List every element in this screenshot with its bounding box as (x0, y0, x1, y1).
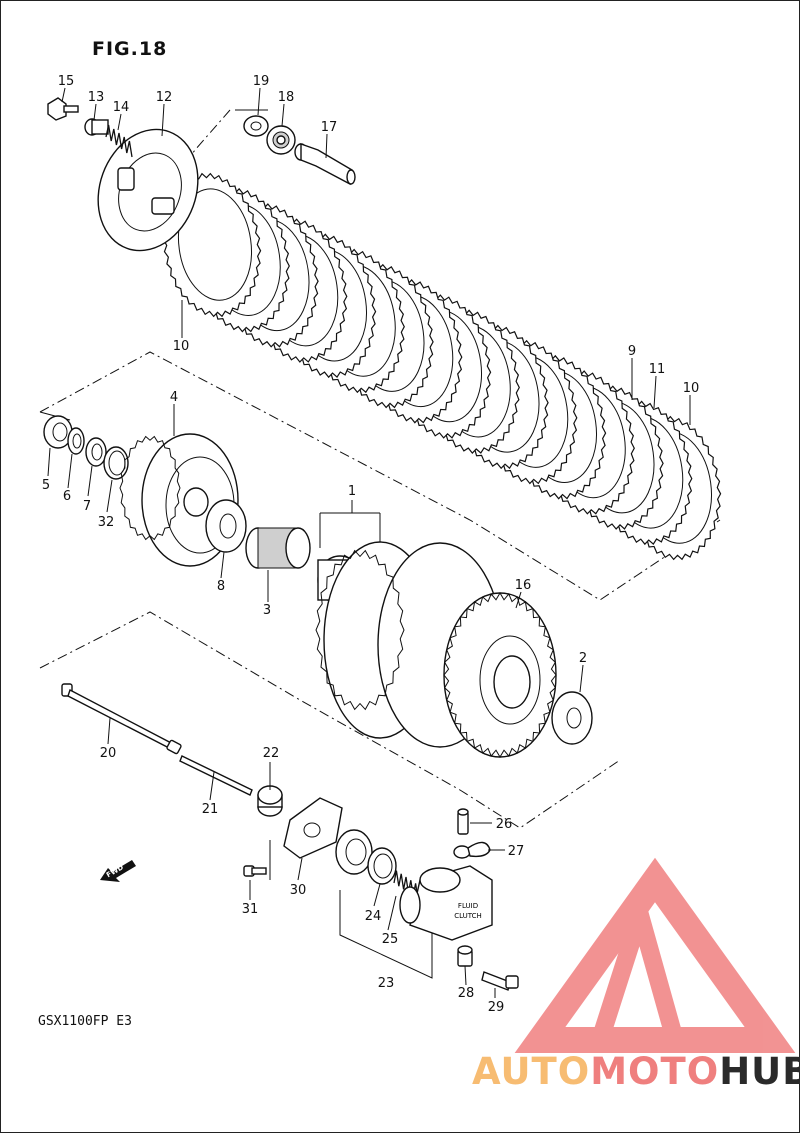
dowel-28 (457, 945, 473, 967)
callout-5: 5 (42, 478, 50, 493)
cap-27 (453, 841, 491, 859)
callout-30: 30 (290, 883, 307, 898)
seal-24 (367, 847, 397, 885)
callout-9: 9 (628, 344, 636, 359)
callout-32: 32 (98, 515, 115, 530)
collar-13 (84, 118, 109, 136)
watermark-hub: HUB (719, 1050, 800, 1093)
bleeder-26 (457, 808, 469, 835)
callout-8: 8 (217, 579, 225, 594)
callout-23: 23 (378, 976, 395, 991)
starter-clutch-gear-16 (443, 592, 557, 758)
callout-16: 16 (515, 578, 532, 593)
pressure-plate (97, 128, 199, 252)
spring-14 (105, 124, 133, 158)
washer-6 (67, 427, 85, 455)
callout-1: 1 (348, 484, 356, 499)
callout-20: 20 (100, 746, 117, 761)
starter-gear-teeth (443, 592, 557, 758)
spring-coil (105, 124, 133, 158)
watermark-auto: AUTO (472, 1050, 591, 1093)
callout-18: 18 (278, 90, 295, 105)
washer-19 (243, 115, 269, 137)
bolt-29 (481, 971, 519, 991)
callout-15: 15 (58, 74, 75, 89)
callout-25: 25 (382, 932, 399, 947)
bearing-18 (266, 125, 296, 155)
callout-21: 21 (202, 802, 219, 817)
callout-12: 12 (156, 90, 173, 105)
callout-28: 28 (458, 986, 475, 1001)
oil-seal-piston (335, 829, 373, 875)
piston-22 (257, 785, 283, 817)
callout-2: 2 (579, 651, 587, 666)
bolt-15 (47, 97, 79, 121)
callout-6: 6 (63, 489, 71, 504)
callout-29: 29 (488, 1000, 505, 1015)
gear-teeth (315, 549, 405, 711)
watermark-logo (514, 857, 796, 1053)
callout-19: 19 (253, 74, 270, 89)
slave-cylinder-23: FLUID CLUTCH (399, 865, 493, 941)
figure-title: FIG.18 (92, 38, 168, 60)
release-pin-17 (294, 143, 356, 186)
oring-32 (103, 446, 129, 480)
cylinder-text-1: FLUID (458, 902, 478, 910)
callout-3: 3 (263, 603, 271, 618)
push-rod-20 (61, 683, 182, 755)
needle-bearing-3 (245, 527, 311, 569)
callout-11: 11 (649, 362, 666, 377)
callout-14: 14 (113, 100, 130, 115)
leader-lines (47, 87, 691, 998)
callout-31: 31 (242, 902, 259, 917)
callout-26: 26 (496, 817, 513, 832)
clutch-plate-stack (162, 172, 722, 561)
cylinder-text-2: CLUTCH (454, 912, 482, 920)
callout-labels: 15 13 14 12 19 18 17 10 9 11 10 4 5 6 7 … (42, 74, 699, 1015)
fwd-arrow-icon: FWD (100, 860, 136, 882)
bolt-31 (243, 865, 267, 877)
callout-22: 22 (263, 746, 280, 761)
watermark-text: AUTOMOTOHUB (472, 1050, 800, 1093)
callout-24: 24 (365, 909, 382, 924)
callout-4: 4 (170, 390, 178, 405)
gasket-30 (283, 797, 343, 859)
callout-7: 7 (83, 499, 91, 514)
watermark-moto: MOTO (590, 1050, 720, 1093)
hub-teeth (119, 435, 181, 541)
callout-13: 13 (88, 90, 105, 105)
callout-10-top: 10 (173, 339, 190, 354)
thrust-washer-2 (551, 691, 593, 745)
callout-27: 27 (508, 844, 525, 859)
washer-7 (85, 437, 107, 467)
push-rod-21 (179, 755, 253, 796)
callout-10-right: 10 (683, 381, 700, 396)
model-code: GSX1100FP E3 (38, 1014, 132, 1029)
washer-8 (205, 499, 247, 553)
callout-17: 17 (321, 120, 338, 135)
